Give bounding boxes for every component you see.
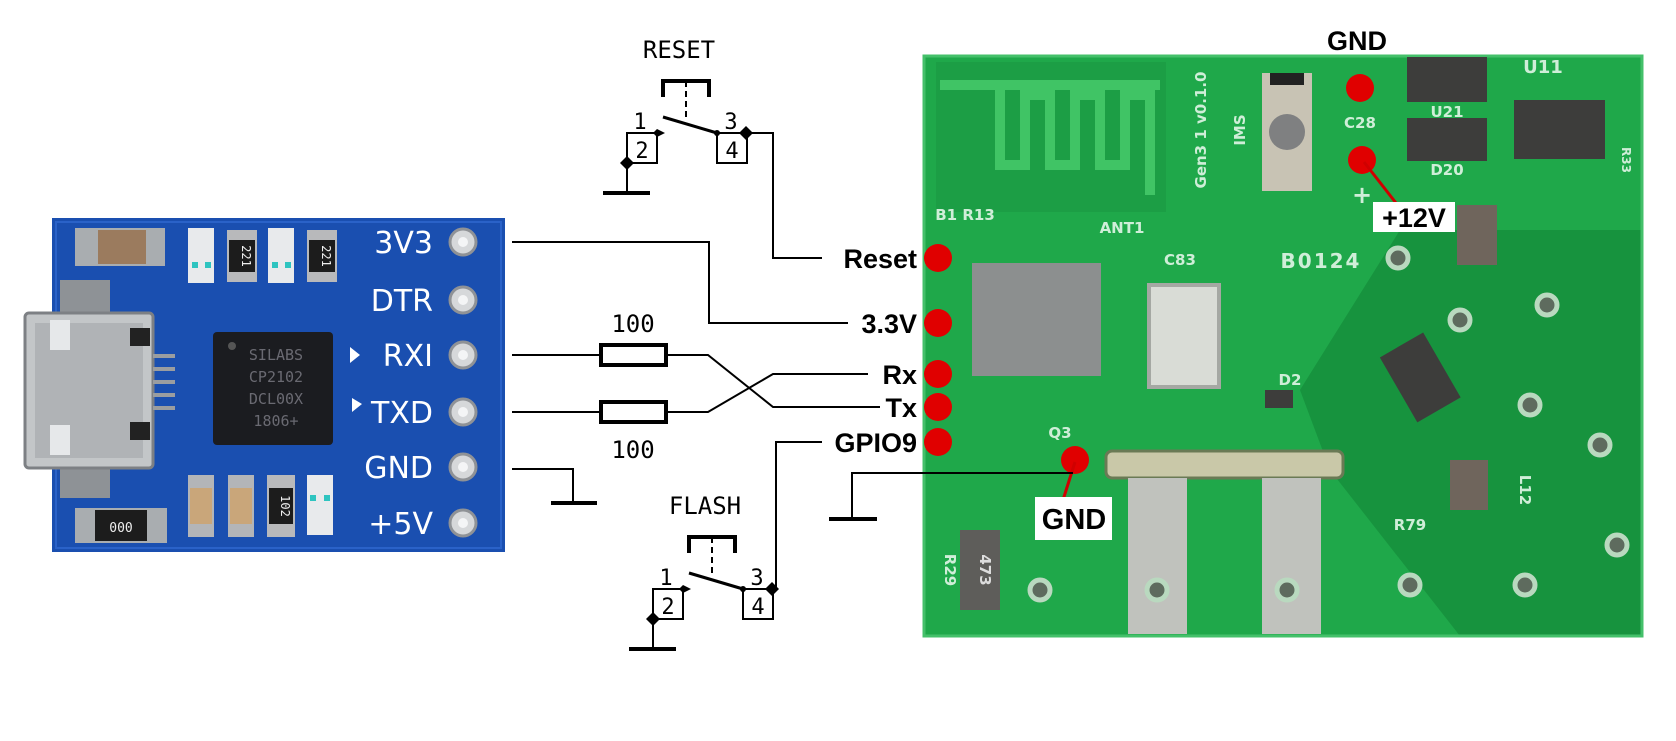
pin-number: 3 bbox=[724, 110, 737, 135]
smd-components bbox=[960, 57, 1605, 610]
wire-rxi-to-tx bbox=[666, 354, 880, 408]
output-arrow-icon bbox=[352, 398, 362, 420]
power-pads bbox=[1104, 449, 1345, 634]
adapter-pin-header: 3V3 DTR RXI TXD GND +5V bbox=[350, 226, 478, 542]
reset-switch[interactable]: RESET 1 2 3 4 bbox=[603, 36, 753, 195]
label-gpio9: GPIO9 bbox=[834, 428, 917, 458]
silkscreen-text: Q3 bbox=[1048, 424, 1071, 442]
gnd-leader-line bbox=[1061, 461, 1077, 501]
silkscreen-text: U11 bbox=[1523, 57, 1563, 78]
pin-number: 2 bbox=[635, 139, 648, 164]
tact-switch bbox=[1262, 73, 1312, 191]
silkscreen-text: B1 R13 bbox=[935, 206, 995, 224]
test-point-gnd-top bbox=[1346, 74, 1374, 102]
silkscreen-text: R79 bbox=[1394, 516, 1426, 534]
wire-gpio9 bbox=[772, 441, 822, 590]
resistor-value: 100 bbox=[611, 436, 654, 464]
pin-label-gnd: GND bbox=[364, 451, 433, 486]
label-gnd-bottom: GND bbox=[1042, 504, 1106, 536]
resistor-mark: 221 bbox=[239, 245, 253, 267]
silkscreen-text: C28 bbox=[1344, 114, 1376, 132]
chip-text: CP2102 bbox=[249, 368, 303, 386]
chip-text: SILABS bbox=[249, 346, 303, 364]
input-arrow-icon bbox=[350, 347, 360, 363]
silkscreen-text: IMS bbox=[1231, 114, 1249, 145]
label-12v: +12V bbox=[1382, 203, 1446, 233]
wire-reset bbox=[746, 132, 822, 259]
pin-label-3v3: 3V3 bbox=[374, 226, 433, 261]
chip-text: 1806+ bbox=[253, 412, 298, 430]
pin-number: 1 bbox=[659, 566, 672, 591]
test-point-tx bbox=[924, 393, 952, 421]
flash-switch[interactable]: FLASH 1 2 3 4 bbox=[629, 492, 779, 651]
label-reset: Reset bbox=[843, 244, 917, 274]
silkscreen-text: D20 bbox=[1430, 161, 1463, 179]
test-point-rx bbox=[924, 360, 952, 388]
silkscreen-board-version: Gen3 1 v0.1.0 bbox=[1192, 72, 1210, 189]
pcb-antenna bbox=[936, 62, 1166, 212]
label-rx: Rx bbox=[882, 360, 917, 390]
pin-label-dtr: DTR bbox=[371, 284, 433, 319]
pin-label-5v: +5V bbox=[368, 507, 433, 542]
silkscreen-text: R29 bbox=[941, 554, 959, 586]
flash-switch-title: FLASH bbox=[669, 492, 741, 520]
micro-usb-connector bbox=[23, 280, 175, 498]
label-gnd-top: GND bbox=[1327, 26, 1387, 56]
crystal bbox=[1147, 283, 1221, 389]
pin-label-rxi: RXI bbox=[383, 339, 433, 374]
label-3v3: 3.3V bbox=[861, 309, 917, 339]
silkscreen-text: C83 bbox=[1164, 251, 1196, 269]
smd-components-top: 221 221 bbox=[75, 228, 337, 283]
silkscreen-text: ANT1 bbox=[1100, 219, 1145, 237]
cp2102-chip: SILABS CP2102 DCL00X 1806+ bbox=[213, 332, 333, 445]
wire-txd-to-rx bbox=[666, 373, 868, 413]
pin-number: 4 bbox=[751, 595, 764, 620]
silkscreen-text: L12 bbox=[1516, 475, 1534, 505]
silkscreen-text: 473 bbox=[976, 554, 994, 585]
test-point-gnd bbox=[1061, 446, 1089, 474]
through-holes bbox=[1027, 245, 1630, 603]
test-point-gpio9 bbox=[924, 428, 952, 456]
test-point-reset bbox=[924, 244, 952, 272]
wire-gnd-target bbox=[851, 472, 1073, 519]
pin-number: 2 bbox=[661, 595, 674, 620]
chip-text: DCL00X bbox=[249, 390, 303, 408]
wire-3v3 bbox=[512, 241, 848, 324]
pin-number: 3 bbox=[750, 566, 763, 591]
silkscreen-plus: + bbox=[1352, 181, 1372, 209]
label-tx: Tx bbox=[885, 393, 917, 423]
pin-number: 1 bbox=[633, 110, 646, 135]
resistor-mark: 221 bbox=[319, 245, 333, 267]
12v-leader-line bbox=[1362, 161, 1398, 204]
resistor-mark: 000 bbox=[109, 521, 132, 536]
resistor-value: 100 bbox=[611, 310, 654, 338]
reset-switch-title: RESET bbox=[643, 36, 715, 64]
wifi-module-chip bbox=[972, 263, 1101, 376]
silkscreen-text: D2 bbox=[1279, 371, 1302, 389]
resistor-mark: 102 bbox=[278, 495, 292, 517]
usb-uart-adapter-photo: 221 221 SILABS CP2102 DCL00X 1806+ 000 1… bbox=[23, 218, 505, 552]
smd-components-bottom: 000 102 bbox=[75, 475, 333, 543]
resistor-txd bbox=[599, 400, 668, 424]
silkscreen-text: U21 bbox=[1430, 103, 1463, 121]
resistor-rxi bbox=[599, 343, 668, 367]
silkscreen-text: B0124 bbox=[1281, 249, 1362, 273]
silkscreen-text: R33 bbox=[1619, 147, 1633, 173]
pin-label-txd: TXD bbox=[370, 396, 433, 431]
schematic: 100 100 RESET 1 2 3 4 bbox=[512, 36, 1073, 651]
target-pcb-photo: Gen3 1 v0.1.0 B0124 ANT1 U11 C28 D20 U21… bbox=[922, 54, 1644, 638]
test-point-3v3 bbox=[924, 309, 952, 337]
wire-gnd-adapter bbox=[512, 468, 574, 503]
pin-number: 4 bbox=[725, 139, 738, 164]
test-points bbox=[924, 74, 1376, 474]
